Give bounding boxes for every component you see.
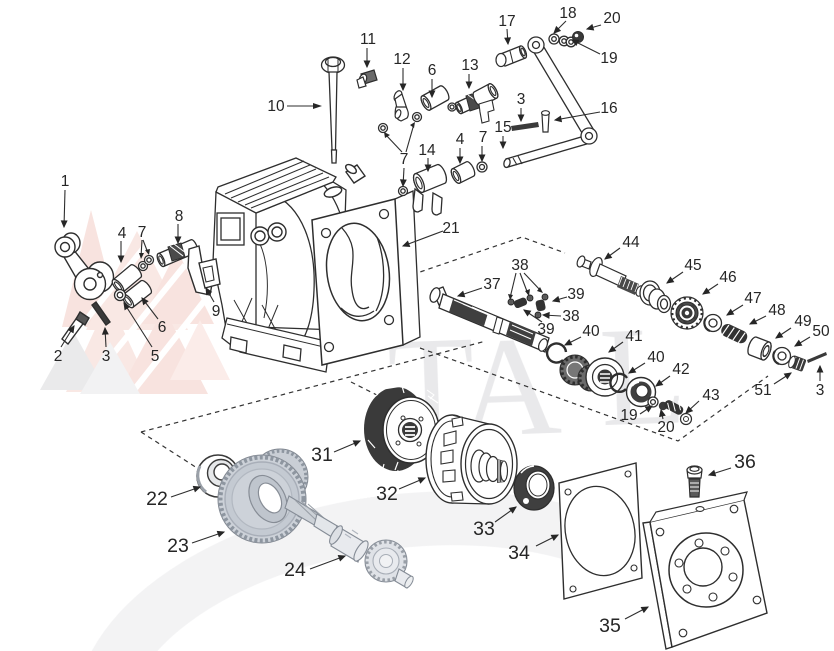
svg-text:45: 45 [684,257,701,274]
svg-text:2: 2 [54,348,63,365]
svg-text:1: 1 [61,173,70,190]
svg-text:4: 4 [118,225,127,242]
svg-text:20: 20 [657,419,675,436]
svg-text:21: 21 [442,220,459,237]
svg-text:37: 37 [483,276,500,293]
svg-text:6: 6 [428,62,437,79]
svg-text:7: 7 [138,224,147,241]
svg-text:15: 15 [494,119,511,136]
svg-text:7: 7 [479,129,488,146]
svg-text:22: 22 [146,488,168,510]
svg-text:44: 44 [622,234,640,251]
svg-text:41: 41 [625,328,642,345]
svg-text:17: 17 [498,13,515,30]
svg-text:48: 48 [768,302,785,319]
svg-text:18: 18 [559,5,576,22]
svg-text:7: 7 [400,151,409,168]
svg-text:10: 10 [267,98,285,115]
svg-text:14: 14 [418,142,436,159]
svg-text:40: 40 [582,323,600,340]
svg-text:19: 19 [600,50,617,67]
svg-text:38: 38 [511,257,528,274]
svg-text:42: 42 [672,361,689,378]
svg-text:46: 46 [719,269,736,286]
svg-text:47: 47 [744,290,761,307]
svg-text:49: 49 [794,313,811,330]
svg-text:3: 3 [517,91,526,108]
svg-text:9: 9 [212,303,221,320]
svg-text:4: 4 [456,131,465,148]
svg-text:51: 51 [754,382,771,399]
svg-text:19: 19 [620,407,637,424]
svg-text:39: 39 [567,286,584,303]
svg-text:38: 38 [562,308,579,325]
svg-text:3: 3 [816,382,825,399]
svg-text:13: 13 [461,57,478,74]
svg-text:8: 8 [175,208,184,225]
svg-text:32: 32 [376,483,398,505]
svg-text:6: 6 [158,319,167,336]
svg-text:43: 43 [702,387,719,404]
svg-text:24: 24 [284,559,306,581]
svg-text:40: 40 [647,349,665,366]
svg-text:5: 5 [151,348,160,365]
svg-text:12: 12 [393,51,410,68]
svg-text:23: 23 [167,535,189,557]
svg-text:34: 34 [508,542,530,564]
svg-text:33: 33 [473,518,495,540]
svg-text:50: 50 [812,323,830,340]
svg-text:3: 3 [102,348,111,365]
svg-text:36: 36 [734,451,756,473]
svg-text:16: 16 [600,100,617,117]
svg-text:31: 31 [311,444,333,466]
svg-text:39: 39 [537,321,554,338]
svg-text:11: 11 [360,31,376,48]
svg-text:35: 35 [599,615,621,637]
svg-text:20: 20 [603,10,621,27]
